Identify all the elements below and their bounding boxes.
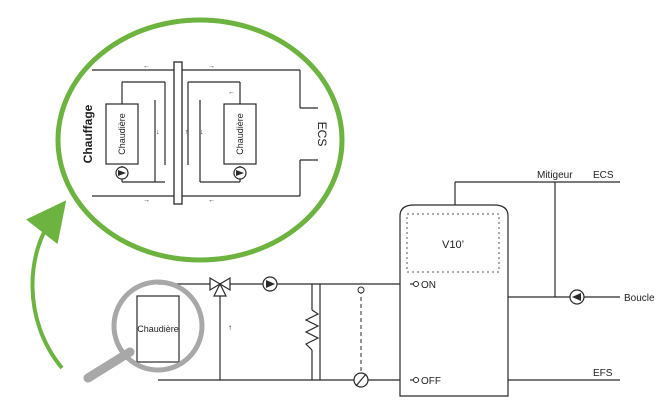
cold-water-label: EFS	[593, 368, 613, 379]
main-boiler-label: Chaudière	[137, 324, 179, 334]
dhw-out-label: ECS	[593, 170, 614, 181]
switch-on-label: ON	[421, 280, 436, 291]
svg-text:←: ←	[208, 197, 215, 204]
switch-on: ON	[410, 280, 436, 291]
hydraulic-separator	[173, 61, 183, 205]
connection-node	[357, 286, 365, 294]
inset-boiler-right	[223, 103, 257, 165]
flow-arrows: ← → → ← ↓ ↑ ↓ ←	[143, 63, 235, 204]
svg-text:↑: ↑	[185, 129, 189, 136]
switch-off-label: OFF	[421, 376, 441, 387]
tank-label: V10’	[442, 239, 464, 251]
svg-text:↓: ↓	[200, 129, 204, 136]
pump-icon	[233, 166, 247, 180]
tank-dashed-zone	[406, 213, 500, 273]
svg-text:↓: ↓	[156, 129, 160, 136]
inset-dhw-label: ECS	[315, 122, 329, 147]
heat-exchanger-icon	[304, 309, 320, 351]
main-boiler	[136, 295, 180, 363]
thermostat-valve-icon	[353, 372, 369, 388]
pump-icon	[262, 276, 278, 292]
svg-text:→: →	[143, 197, 150, 204]
pump-icon	[115, 166, 129, 180]
zoom-inset: ← → → ← ↓ ↑ ↓ ← Chaudière Chaudière Chau…	[55, 17, 345, 263]
switch-off: OFF	[410, 376, 441, 387]
svg-text:←: ←	[143, 63, 150, 70]
heating-label: Chauffage	[81, 104, 95, 163]
loop-label: Boucle	[624, 293, 655, 304]
inset-boiler-right-label: Chaudière	[235, 113, 245, 155]
storage-tank: V10’	[399, 204, 509, 397]
inset-boiler-left	[105, 103, 139, 165]
pump-icon	[569, 289, 585, 305]
svg-text:←: ←	[228, 89, 235, 96]
three-way-valve-icon	[209, 276, 231, 297]
mixer-label: Mitigeur	[537, 170, 573, 181]
curved-arrow-icon	[25, 200, 67, 370]
inset-boiler-left-label: Chaudière	[117, 113, 127, 155]
svg-text:→: →	[208, 63, 215, 70]
flow-arrow: ↑	[228, 323, 232, 332]
magnifier-icon	[83, 279, 205, 383]
